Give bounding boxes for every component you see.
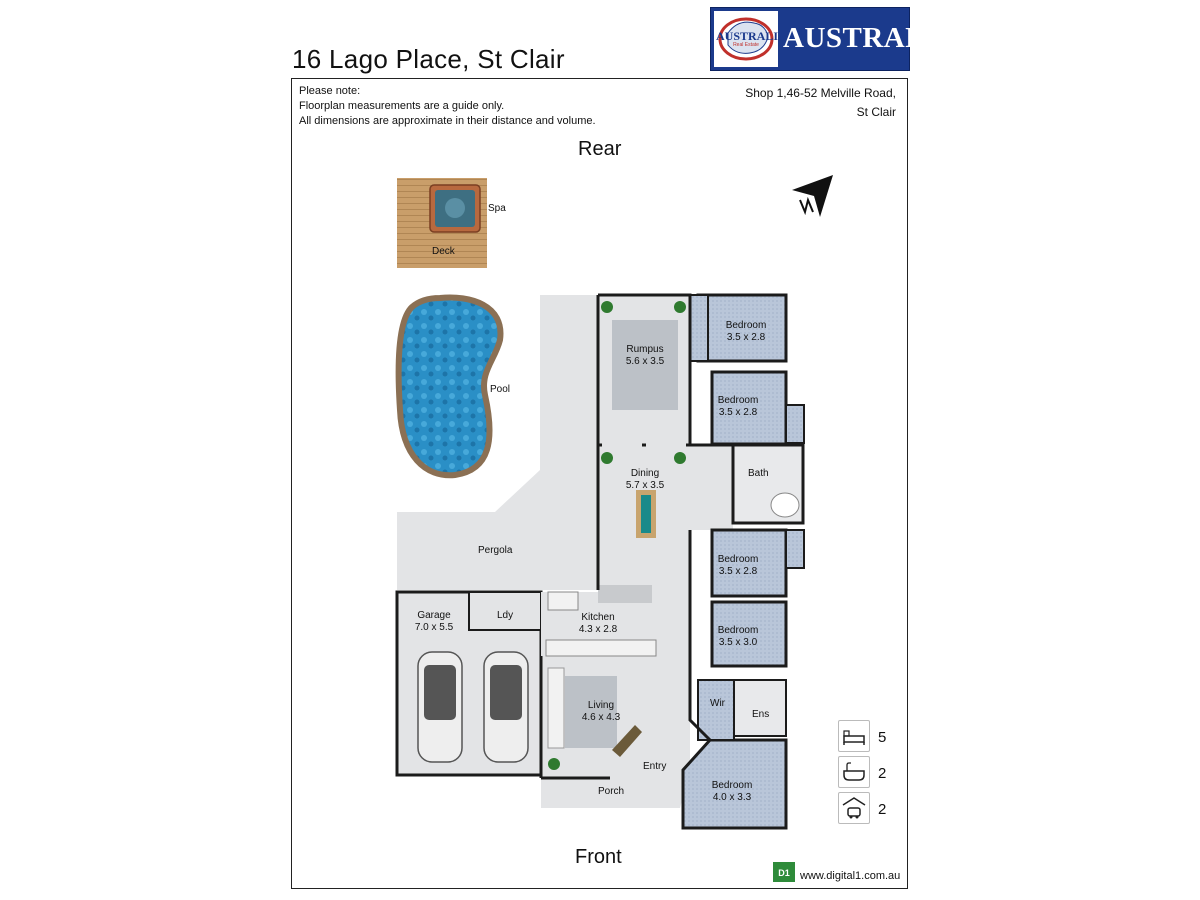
note-line-dimensions: All dimensions are approximate in their … <box>299 115 596 127</box>
bedroom-5-label: Bedroom 4.0 x 3.3 <box>707 780 757 804</box>
wir-label: Wir <box>710 698 725 709</box>
bedroom-2-size: 3.5 x 2.8 <box>718 407 758 418</box>
pool-label: Pool <box>490 384 511 395</box>
house-walls <box>539 293 733 780</box>
car-right-icon <box>483 651 529 763</box>
bedroom-4-label: Bedroom 3.5 x 3.0 <box>713 625 763 649</box>
dining-label: Dining 5.7 x 3.5 <box>620 468 670 492</box>
pool <box>395 294 504 479</box>
spa-tub <box>429 184 481 233</box>
agency-address-line2: St Clair <box>856 105 896 119</box>
australia-map-icon <box>718 17 774 61</box>
entry-label: Entry <box>643 761 667 772</box>
kitchen-label: Kitchen 4.3 x 2.8 <box>573 612 623 636</box>
garage-size: 7.0 x 5.5 <box>414 622 454 633</box>
dining-name: Dining <box>630 468 660 479</box>
agency-logo-badge: AUSTRALIAN Real Estate <box>714 11 796 67</box>
bathtub-icon <box>838 756 870 788</box>
floorplan-frame <box>291 78 908 889</box>
rumpus-size: 5.6 x 3.5 <box>625 356 665 367</box>
walk-in-robe-area <box>697 679 735 741</box>
kitchen-name: Kitchen <box>581 612 615 623</box>
garage-car-icon <box>838 792 870 824</box>
living-name: Living <box>587 700 615 711</box>
bedroom-3-name: Bedroom <box>717 554 759 565</box>
laundry-area <box>468 591 542 631</box>
kitchen-sink <box>547 591 579 611</box>
rear-label: Rear <box>578 138 622 160</box>
note-line-measurements: Floorplan measurements are a guide only. <box>299 100 505 112</box>
rumpus-name: Rumpus <box>626 344 664 355</box>
garage-label: Garage 7.0 x 5.5 <box>409 610 459 634</box>
website-link[interactable]: www.digital1.com.au <box>800 870 901 882</box>
dining-size: 5.7 x 3.5 <box>625 480 665 491</box>
disclaimer-note: Please note: Floorplan measurements are … <box>299 84 596 129</box>
bedroom-3-size: 3.5 x 2.8 <box>718 566 758 577</box>
bedroom-3-area <box>710 528 788 598</box>
d1-logo-icon: D1 <box>773 862 795 882</box>
ensuite-label: Ens <box>752 709 770 720</box>
bathroom-count: 2 <box>878 765 887 782</box>
bedroom-4-name: Bedroom <box>717 625 759 636</box>
bedroom-3-label: Bedroom 3.5 x 2.8 <box>713 554 763 578</box>
bed-icon <box>838 720 870 752</box>
porch-label: Porch <box>598 786 625 797</box>
logo-badge-text: AUSTRALIAN <box>716 29 796 43</box>
bedroom-1-label: Bedroom 3.5 x 2.8 <box>721 320 771 344</box>
agency-address-line1: Shop 1,46-52 Melville Road, <box>745 86 896 100</box>
laundry-label: Ldy <box>497 610 514 621</box>
bedroom-4-size: 3.5 x 3.0 <box>718 637 758 648</box>
logo-badge-subtext: Real Estate <box>733 42 759 48</box>
pergola-label: Pergola <box>478 545 513 556</box>
bedroom-4-area <box>710 600 788 668</box>
garage-name: Garage <box>417 610 451 621</box>
bath-label: Bath <box>748 468 769 479</box>
porch-area <box>541 778 680 808</box>
note-heading: Please note: <box>299 85 361 97</box>
property-address-title: 16 Lago Place, St Clair <box>292 44 565 74</box>
north-compass-icon <box>792 175 833 217</box>
bedroom-5-area <box>681 738 788 830</box>
car-space-count: 2 <box>878 801 887 818</box>
kitchen-island <box>598 585 652 603</box>
kitchen-size: 4.3 x 2.8 <box>578 624 618 635</box>
ensuite-area <box>733 679 787 737</box>
bathtub <box>770 492 800 518</box>
living-sofa <box>547 667 565 749</box>
living-rug <box>565 676 617 748</box>
rumpus-rug <box>612 320 678 410</box>
living-size: 4.6 x 4.3 <box>581 712 621 723</box>
bedroom-1-name: Bedroom <box>725 320 767 331</box>
bedroom-5-name: Bedroom <box>711 780 753 791</box>
bedroom-5-size: 4.0 x 3.3 <box>712 792 752 803</box>
bedroom-1-area <box>696 293 788 363</box>
deck-label: Deck <box>432 246 455 257</box>
kitchen-bench <box>545 639 657 657</box>
bedroom-1-size: 3.5 x 2.8 <box>726 332 766 343</box>
agency-address: Shop 1,46-52 Melville Road, St Clair <box>745 84 896 122</box>
living-label: Living 4.6 x 4.3 <box>576 700 626 724</box>
bedroom-count: 5 <box>878 729 887 746</box>
entry-feature <box>612 725 642 757</box>
agency-brand-name: AUSTRALIAN <box>783 22 980 54</box>
car-left-icon <box>417 651 463 763</box>
front-label: Front <box>575 846 622 868</box>
bedroom-2-label: Bedroom 3.5 x 2.8 <box>713 395 763 419</box>
bedroom-2-area <box>710 370 788 446</box>
bedroom-2-name: Bedroom <box>717 395 759 406</box>
agency-logo: AUSTRALIAN Real Estate AUSTRALIAN <box>710 7 979 71</box>
pergola-area <box>397 295 600 590</box>
indoor-plants <box>548 301 686 770</box>
rumpus-label: Rumpus 5.6 x 3.5 <box>620 344 670 368</box>
spa-label: Spa <box>488 203 506 214</box>
